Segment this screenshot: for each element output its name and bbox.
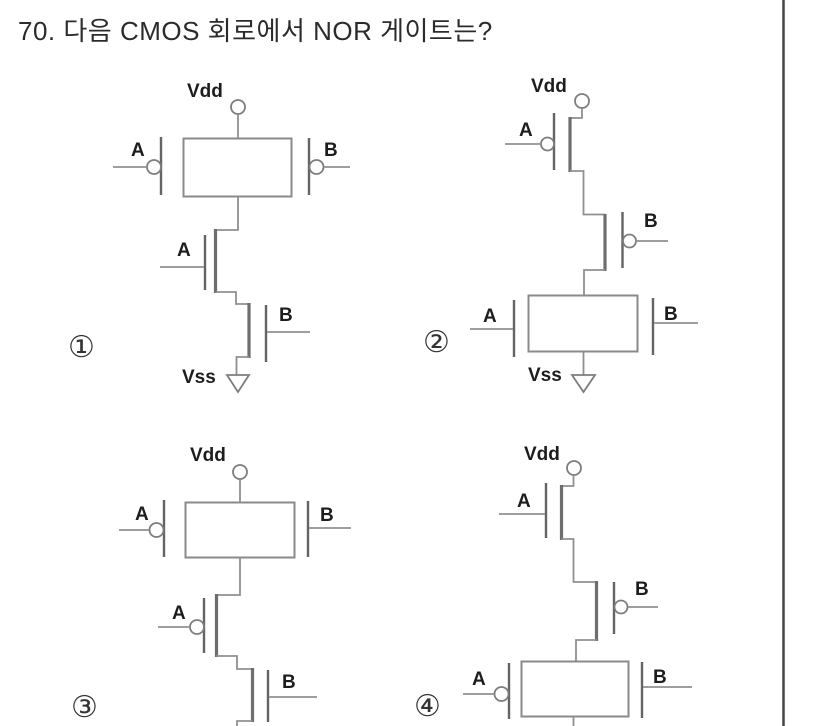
nmos-pair-box <box>527 294 639 353</box>
input-a-label: A <box>135 504 149 525</box>
vdd-wire <box>570 108 583 119</box>
input-a-label: A <box>517 491 531 512</box>
pmos-pair-box <box>182 137 293 198</box>
vdd-terminal-icon <box>566 460 582 476</box>
question-text: 다음 CMOS 회로에서 NOR 게이트는? <box>63 16 493 46</box>
transistor-pair-box <box>520 660 630 718</box>
inversion-bubble-icon <box>493 686 510 702</box>
input-b-label: B <box>635 579 649 600</box>
vdd-terminal-icon <box>230 99 246 115</box>
input-a-label: A <box>483 306 497 327</box>
input-a-label: A <box>519 120 533 141</box>
input-b-label: B <box>664 304 678 325</box>
option-2-number: ② <box>423 325 450 360</box>
option-4-number: ④ <box>414 689 441 724</box>
drain-wire <box>583 269 605 295</box>
input-a-label: A <box>131 140 145 161</box>
question-title: 70. 다음 CMOS 회로에서 NOR 게이트는? <box>18 11 493 48</box>
input-b-label: B <box>279 305 293 326</box>
input-a-label: A <box>472 669 486 690</box>
inversion-bubble-icon <box>308 159 325 175</box>
source-wire <box>235 356 249 375</box>
inversion-bubble-icon <box>622 233 637 249</box>
drain-wire <box>217 558 241 596</box>
ground-symbol-icon <box>225 374 251 394</box>
vdd-terminal-icon <box>232 464 248 480</box>
question-number: 70. <box>18 16 56 46</box>
option-1-number: ① <box>68 330 95 365</box>
vdd-label: Vdd <box>531 76 567 97</box>
vdd-label: Vdd <box>190 445 226 466</box>
inversion-bubble-icon <box>189 619 205 635</box>
vss-label: Vss <box>182 367 216 388</box>
input-a-label: A <box>172 603 186 624</box>
circuit-2: Vdd A B A B Vss ② <box>423 76 698 394</box>
input-b-label: B <box>644 211 658 232</box>
series-wire <box>216 655 252 670</box>
inversion-bubble-icon <box>613 599 629 615</box>
vdd-terminal-icon <box>574 93 590 109</box>
input-b-label: B <box>324 140 338 161</box>
vdd-wire <box>562 475 575 487</box>
input-b-label: B <box>653 667 667 688</box>
vdd-label: Vdd <box>187 81 223 102</box>
transistor-pair-box <box>184 501 296 559</box>
series-wire <box>570 170 605 216</box>
drain-wire <box>575 639 597 661</box>
input-b-label: B <box>282 672 296 693</box>
vss-label: Vss <box>528 365 562 386</box>
ground-symbol-icon <box>570 374 597 394</box>
inversion-bubble-icon <box>148 522 165 538</box>
input-a-label: A <box>177 240 191 261</box>
inversion-bubble-icon <box>540 136 555 152</box>
source-wire <box>236 720 253 726</box>
circuit-4: Vdd A B A B ④ <box>414 444 692 726</box>
vdd-label: Vdd <box>524 444 560 465</box>
drain-wire <box>216 197 239 231</box>
option-3-number: ③ <box>71 690 98 725</box>
inversion-bubble-icon <box>146 159 162 175</box>
input-b-label: B <box>320 505 334 526</box>
circuit-3: Vdd A B A B ③ <box>71 445 351 726</box>
circuit-1: Vdd A B A B Vss ① <box>68 81 350 394</box>
series-wire <box>215 291 248 305</box>
series-wire <box>561 538 596 583</box>
